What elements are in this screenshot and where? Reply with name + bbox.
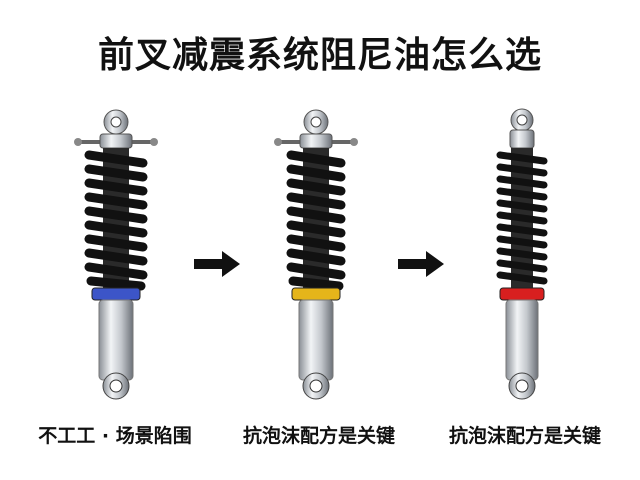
red-ring [499, 287, 545, 301]
caption-3: 抗泡沫配方是关键 [448, 425, 601, 447]
shock-absorber-2 [256, 100, 376, 405]
page-title: 前叉减震系统阻尼油怎么选 [97, 35, 542, 76]
shock-absorber-1 [56, 100, 176, 405]
shock-absorber-3 [462, 100, 582, 405]
blue-ring [91, 287, 141, 301]
shock-absorber-icon [74, 109, 158, 400]
caption-2: 抗泡沫配方是关键 [242, 425, 395, 447]
shock-absorber-icon [274, 109, 358, 400]
arrow-right-icon [194, 251, 240, 277]
shock-absorber-icon [496, 108, 548, 400]
caption-1: 不工工 · 场景陷围 [38, 425, 192, 447]
gold-ring [291, 287, 341, 301]
arrow-right-icon [398, 251, 444, 277]
